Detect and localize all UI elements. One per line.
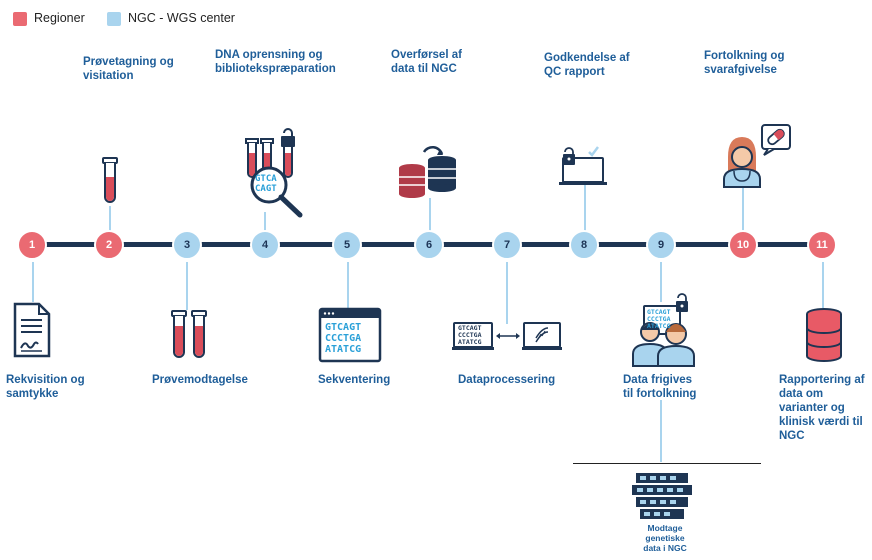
doctor-pill-icon — [723, 124, 791, 188]
step-4-node: 4 — [250, 230, 280, 260]
server-rack-icon — [632, 473, 692, 519]
step-2-node: 2 — [94, 230, 124, 260]
connector-3 — [186, 262, 188, 310]
step-4-label: DNA oprensning og bibliotekspræparation — [215, 49, 336, 75]
database-red-icon — [806, 308, 842, 362]
connector-8 — [584, 184, 586, 234]
step-1-node: 1 — [17, 230, 47, 260]
processing-text-3: ATATCG — [458, 338, 482, 346]
dna-magnifier-text-2: CAGT — [255, 184, 277, 194]
laptop-dna-icon — [452, 322, 562, 350]
laptop-lock-icon — [559, 146, 607, 185]
dna-magnifier-icon — [245, 128, 303, 218]
step-3-label: Prøvemodtagelse — [152, 374, 248, 386]
database-transfer-icon — [399, 145, 456, 198]
step-8-node: 8 — [569, 230, 599, 260]
step-9-label: Data frigives til fortolkning — [623, 374, 697, 400]
step-9-node: 9 — [646, 230, 676, 260]
step-3-node: 3 — [172, 230, 202, 260]
connector-6 — [429, 198, 431, 234]
sequencer-text-3: ATATCG — [325, 344, 362, 355]
sequencer-screen-icon — [318, 307, 382, 363]
separator-line — [573, 463, 761, 464]
step-2-label: Prøvetagning og visitation — [83, 56, 174, 82]
step-10-label: Fortolkning og svarafgivelse — [704, 50, 785, 76]
connector-9 — [660, 262, 662, 302]
document-icon — [13, 302, 51, 358]
connector-10 — [742, 186, 744, 234]
connector-5 — [347, 262, 349, 308]
step-5-label: Sekventering — [318, 374, 391, 386]
step-11-label: Rapportering af data om varianter og kli… — [779, 374, 865, 442]
step-7-label: Dataprocessering — [458, 374, 556, 386]
doctors-screen-icon — [632, 293, 695, 367]
connector-7 — [506, 262, 508, 324]
legend-swatch-ngc — [107, 12, 121, 26]
step-10-node: 10 — [728, 230, 758, 260]
release-text-2: CCCTGA — [647, 315, 671, 323]
dna-magnifier-text-1: GTCA — [255, 174, 277, 184]
connector-1 — [32, 262, 34, 302]
step-6-label: Overførsel af data til NGC — [391, 49, 462, 75]
sequencer-text-1: GTCAGT — [325, 322, 362, 333]
test-tubes-icon — [171, 310, 207, 358]
legend-label-regioner: Regioner — [34, 11, 85, 25]
extra-label: Modtage genetiske data i NGC — [643, 523, 687, 553]
connector-9-down — [660, 400, 662, 462]
legend-label-ngc: NGC - WGS center — [128, 11, 235, 25]
sequencer-text-2: CCCTGA — [325, 333, 362, 344]
processing-text-1: GTCAGT — [458, 324, 482, 332]
step-11-node: 11 — [807, 230, 837, 260]
step-6-node: 6 — [414, 230, 444, 260]
step-5-node: 5 — [332, 230, 362, 260]
test-tube-icon — [102, 157, 118, 203]
connector-4 — [264, 212, 266, 234]
step-8-label: Godkendelse af QC rapport — [544, 52, 630, 78]
connector-2 — [109, 206, 111, 234]
release-text-3: ATATCG — [647, 322, 671, 330]
release-text-1: GTCAGT — [647, 308, 671, 316]
step-1-label: Rekvisition og samtykke — [6, 374, 85, 400]
legend-swatch-regioner — [13, 12, 27, 26]
connector-11 — [822, 262, 824, 308]
processing-text-2: CCCTGA — [458, 331, 482, 339]
step-7-node: 7 — [492, 230, 522, 260]
